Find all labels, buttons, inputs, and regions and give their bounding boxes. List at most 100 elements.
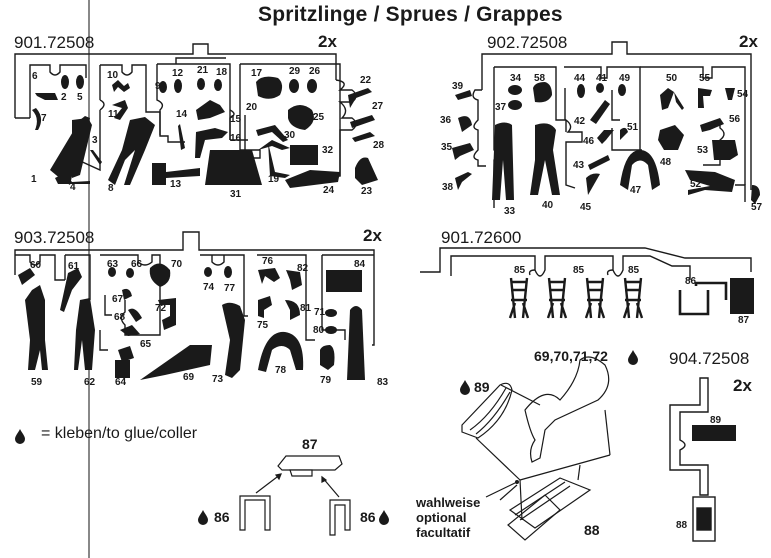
part-number: 17	[251, 68, 263, 79]
part-number: 40	[542, 200, 554, 211]
part-number: 72	[155, 303, 167, 314]
sprue-code-903: 903.72508	[14, 228, 95, 247]
sprue-code-901: 901.72508	[14, 33, 95, 52]
sprue-code-904: 904.72508	[669, 349, 750, 368]
part-number: 56	[729, 114, 741, 125]
part-number: 36	[440, 115, 452, 126]
part-number: 55	[699, 73, 711, 84]
part-number: 84	[354, 259, 366, 270]
part-number: 19	[268, 174, 280, 185]
part-number: 47	[630, 185, 642, 196]
sprue-code-902: 902.72508	[487, 33, 568, 52]
part-number: 10	[107, 70, 119, 81]
part-number: 32	[322, 145, 334, 156]
part-number: 22	[360, 75, 372, 86]
part-number: 71	[314, 307, 326, 318]
part-number: 63	[107, 259, 119, 270]
part-number: 3	[92, 135, 98, 146]
part-number: 13	[170, 179, 182, 190]
part-number: 61	[68, 261, 80, 272]
sprue-multiplier-903: 2x	[363, 226, 382, 245]
part-number: 29	[289, 66, 301, 77]
sprue-frame-903	[14, 231, 375, 346]
glue-drop-icon	[460, 380, 470, 395]
part-number: 23	[361, 186, 373, 197]
chair-parts-85	[508, 277, 728, 319]
part-number: 35	[441, 142, 453, 153]
sprue-frame-901-72600	[420, 247, 752, 273]
part-number: 14	[176, 109, 188, 120]
optional-note-fr: facultatif	[416, 525, 471, 540]
part-number: 51	[627, 122, 639, 133]
part-number: 54	[737, 89, 749, 100]
part-number: 64	[115, 377, 127, 388]
part-number: 69	[183, 372, 195, 383]
part-number: 58	[534, 73, 546, 84]
part-number: 33	[504, 206, 516, 217]
sprue-multiplier-904: 2x	[733, 376, 752, 395]
assembly-label-86-left: 86	[214, 509, 230, 525]
part-number: 27	[372, 101, 384, 112]
part-number: 4	[70, 182, 76, 193]
part-number: 89	[710, 415, 722, 426]
part-number: 43	[573, 160, 585, 171]
sprue-frame-901	[14, 43, 337, 118]
assembly-label-87: 87	[302, 436, 318, 452]
part-number: 79	[320, 375, 332, 386]
part-number: 80	[313, 325, 325, 336]
part-number: 83	[377, 377, 389, 388]
glue-drop-icon	[628, 350, 638, 365]
part-number: 67	[112, 294, 124, 305]
optional-note-en: optional	[416, 510, 467, 525]
part-number: 81	[300, 303, 312, 314]
sprue-multiplier-901: 2x	[318, 32, 337, 51]
part-number: 41	[596, 73, 608, 84]
sprue-frame-904	[669, 377, 716, 542]
sprue-frame-902	[481, 41, 752, 190]
glue-drop-icon	[379, 510, 389, 525]
part-number: 49	[619, 73, 631, 84]
optional-note-de: wahlweise	[416, 495, 481, 510]
part-number: 38	[442, 182, 454, 193]
assembly-label-86-right: 86	[360, 509, 376, 525]
part-number: 26	[309, 66, 321, 77]
part-number: 15	[230, 114, 242, 125]
part-number: 2	[61, 92, 67, 103]
part-number: 11	[108, 109, 119, 120]
part-number: 48	[660, 157, 672, 168]
part-number: 53	[697, 145, 709, 156]
part-number: 5	[77, 92, 83, 103]
part-number: 16	[230, 133, 242, 144]
sprue-multiplier-902: 2x	[739, 32, 758, 51]
part-number: 66	[131, 259, 143, 270]
part-number: 78	[275, 365, 287, 376]
parts-902	[452, 82, 760, 204]
part-number: 50	[666, 73, 678, 84]
assembly-label-figure: 69,70,71,72	[534, 348, 608, 364]
part-number: 28	[373, 140, 385, 151]
part-number: 1	[31, 174, 37, 185]
parts-901	[32, 75, 378, 188]
part-number: 12	[172, 68, 184, 79]
part-number: 21	[197, 65, 209, 76]
part-number: 7	[41, 113, 47, 124]
part-number: 46	[583, 136, 595, 147]
part-number: 86	[685, 276, 697, 287]
sprue-code-901-72600: 901.72600	[441, 228, 522, 247]
part-number: 74	[203, 282, 215, 293]
page-title: Spritzlinge / Sprues / Grappes	[258, 3, 563, 26]
part-number: 24	[323, 185, 335, 196]
glue-drop-icon	[15, 429, 25, 444]
part-number: 30	[284, 130, 296, 141]
part-89	[692, 425, 736, 441]
part-number: 65	[140, 339, 152, 350]
part-number: 8	[108, 183, 114, 194]
part-number: 60	[30, 260, 42, 271]
paper-fold-line	[88, 0, 90, 558]
part-number: 77	[224, 283, 236, 294]
part-number: 62	[84, 377, 96, 388]
part-number: 20	[246, 102, 258, 113]
part-number: 70	[171, 259, 183, 270]
part-number: 6	[32, 71, 38, 82]
part-87	[730, 278, 754, 314]
